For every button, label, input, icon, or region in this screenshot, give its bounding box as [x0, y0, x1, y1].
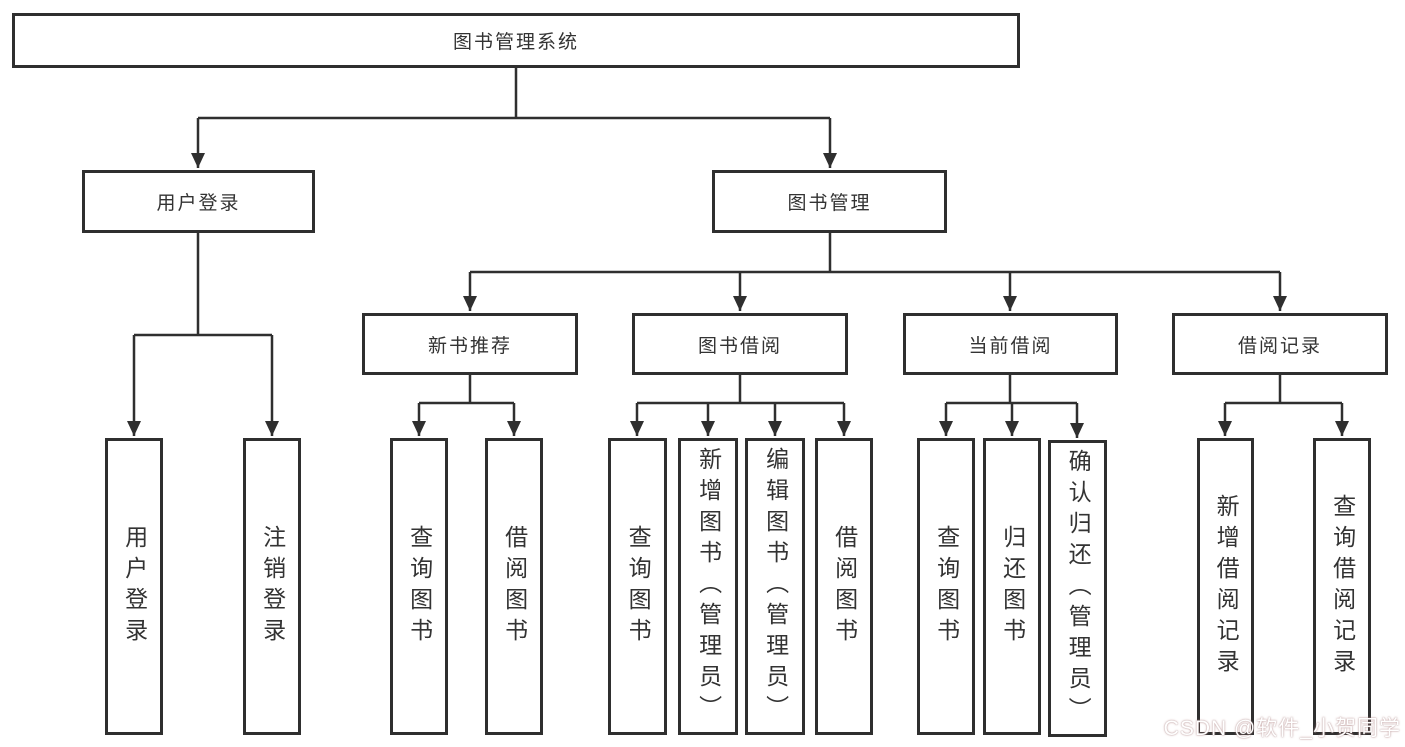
node-label: 查询图书 [406, 524, 433, 649]
connector-root-trunk [198, 68, 830, 120]
node-label: 用户登录 [156, 193, 241, 214]
node-label: 新增借阅记录 [1213, 493, 1240, 680]
leaf-query-books-current: 查询图书 [917, 438, 975, 735]
connector-borrow-records-trunk [1225, 375, 1342, 405]
node-user-login: 用户登录 [82, 170, 315, 233]
node-label: 新增图书（管理员） [695, 447, 722, 726]
node-label: 图书借阅 [697, 335, 782, 357]
node-label: 查询图书 [933, 524, 960, 649]
leaf-borrow-books-recommend: 借阅图书 [485, 438, 543, 735]
connector-book-mgmt-trunk [470, 233, 1280, 274]
connector-current-borrow-trunk [946, 375, 1077, 405]
leaf-user-login: 用户登录 [105, 438, 163, 735]
csdn-watermark: CSDN @软件_小贺同学 [1163, 717, 1401, 740]
leaf-query-borrow-record: 查询借阅记录 [1313, 438, 1371, 735]
node-book-management: 图书管理 [712, 170, 947, 233]
node-label: 用户登录 [121, 524, 148, 649]
node-root-system: 图书管理系统 [12, 13, 1020, 68]
node-borrowing-records: 借阅记录 [1172, 313, 1388, 375]
node-label: 查询借阅记录 [1329, 493, 1356, 680]
connector-user-login-trunk [134, 233, 272, 337]
node-book-borrowing: 图书借阅 [632, 313, 848, 375]
node-label: 借阅记录 [1237, 335, 1322, 357]
leaf-add-borrow-record: 新增借阅记录 [1197, 438, 1254, 735]
node-label: 当前借阅 [968, 335, 1053, 357]
node-label: 图书管理系统 [452, 32, 579, 53]
leaf-edit-books-admin: 编辑图书（管理员） [745, 438, 805, 735]
leaf-logout: 注销登录 [243, 438, 301, 735]
connector-new-book-rec-trunk [419, 375, 514, 405]
node-label: 借阅图书 [831, 524, 858, 649]
node-current-borrowing: 当前借阅 [903, 313, 1118, 375]
leaf-query-books-borrowing: 查询图书 [608, 438, 667, 735]
node-label: 归还图书 [999, 524, 1026, 649]
node-label: 借阅图书 [501, 524, 528, 649]
node-label: 新书推荐 [427, 335, 512, 357]
leaf-return-books: 归还图书 [983, 438, 1041, 735]
node-label: 注销登录 [259, 524, 286, 649]
node-label: 编辑图书（管理员） [762, 447, 789, 726]
connector-book-borrow-trunk [637, 375, 844, 405]
node-label: 图书管理 [787, 193, 872, 214]
leaf-query-books-recommend: 查询图书 [390, 438, 448, 735]
leaf-confirm-return-admin: 确认归还（管理员） [1048, 440, 1107, 737]
node-label: 查询图书 [625, 524, 652, 649]
leaf-add-books-admin: 新增图书（管理员） [678, 438, 738, 735]
node-new-book-recommend: 新书推荐 [362, 313, 578, 375]
node-label: 确认归还（管理员） [1065, 449, 1092, 728]
leaf-borrow-books-borrowing: 借阅图书 [815, 438, 873, 735]
